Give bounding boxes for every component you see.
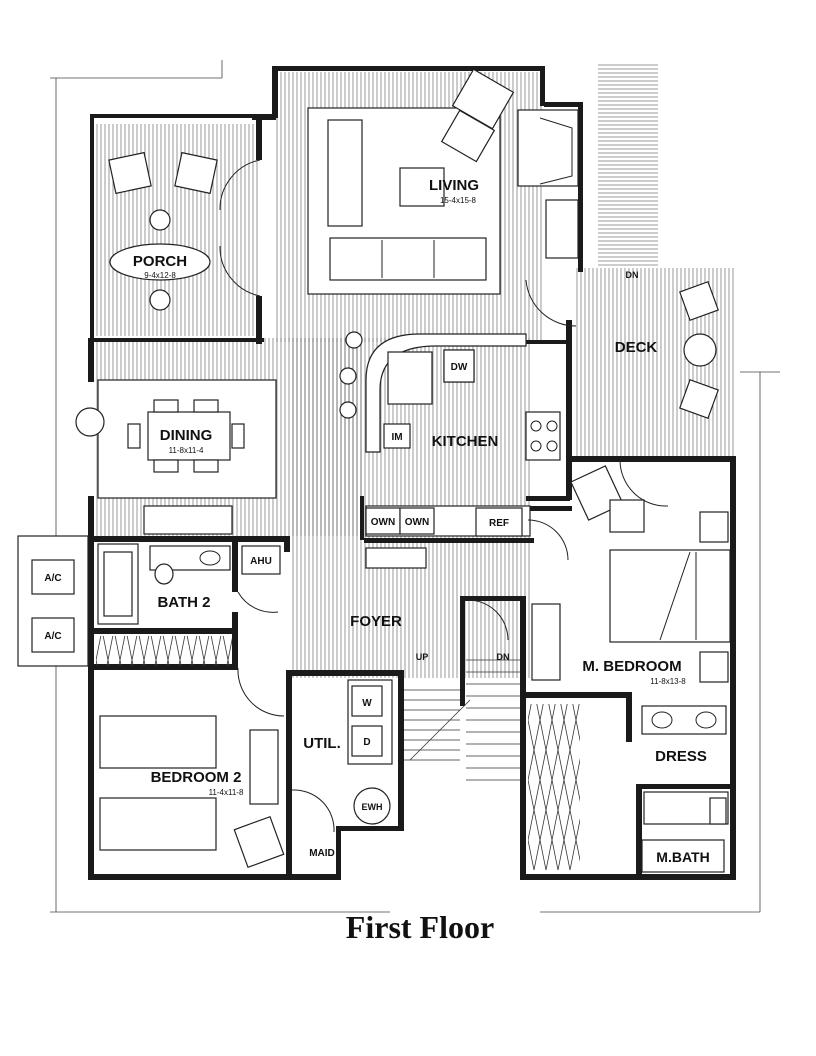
dimension-lines [50,60,780,913]
dress-label: DRESS [655,748,707,765]
stair-down-label: DN [497,652,510,662]
refrigerator [475,507,523,537]
mbath-label: M.BATH [656,849,709,865]
mbedroom-label: M. BEDROOM [582,658,681,675]
master-bedroom-furniture [528,465,731,870]
dining-label: DINING [160,427,213,444]
master-bath-label-box [641,839,725,873]
washer-label: W [362,698,372,709]
ac-1-label: A/C [44,573,61,584]
water-heater [353,787,391,825]
living-label: LIVING [429,177,479,194]
oven-2-label: OWN [405,517,429,528]
dishwasher-label: DW [451,362,468,373]
util-label: UTIL. [303,735,341,752]
dining-buffet [143,505,233,535]
water-heater-label: EWH [362,802,383,812]
ac-unit-1 [31,559,75,595]
refrigerator-label: REF [489,518,509,529]
porch-label: PORCH [133,253,187,270]
washer [351,685,383,717]
dining-dims: 11-8x11-4 [169,446,204,455]
kitchen-label: KITCHEN [432,433,499,450]
stairs [404,659,520,781]
bedroom2-dims: 11-4x11-8 [209,788,244,797]
oven-1-label: OWN [371,517,395,528]
air-handler-label: AHU [250,556,272,567]
porch-dims: 9-4x12-8 [144,271,176,280]
dryer-label: D [363,737,370,748]
ice-maker [383,423,411,449]
dishwasher [443,349,475,383]
ac-unit-2 [31,617,75,653]
living-dims: 15-4x15-8 [440,196,477,205]
ac-2-label: A/C [44,631,61,642]
air-handler [241,545,281,575]
oven-2 [399,507,435,535]
porch-furniture [108,151,218,311]
maid-label: MAID [309,848,335,859]
dining-table [75,399,245,473]
bedroom2-label: BEDROOM 2 [151,769,242,786]
dryer [351,725,383,757]
bath2-label: BATH 2 [157,594,210,611]
door-swings [219,159,669,833]
foyer-console [365,547,427,569]
mbedroom-dims: 11-8x13-8 [650,677,686,686]
fireplace [517,109,579,259]
living-furniture [327,68,515,281]
ice-maker-label: IM [391,432,402,443]
bedroom2-furniture [96,636,285,869]
deck-label: DECK [615,339,658,356]
bath2-fixtures [97,543,231,625]
deck-furniture [679,281,719,419]
deck-stair-down-label: DN [626,270,639,280]
walls [88,66,736,880]
stair-up-label: UP [416,652,429,662]
plan-title: First Floor [346,909,494,945]
foyer-label: FOYER [350,613,402,630]
